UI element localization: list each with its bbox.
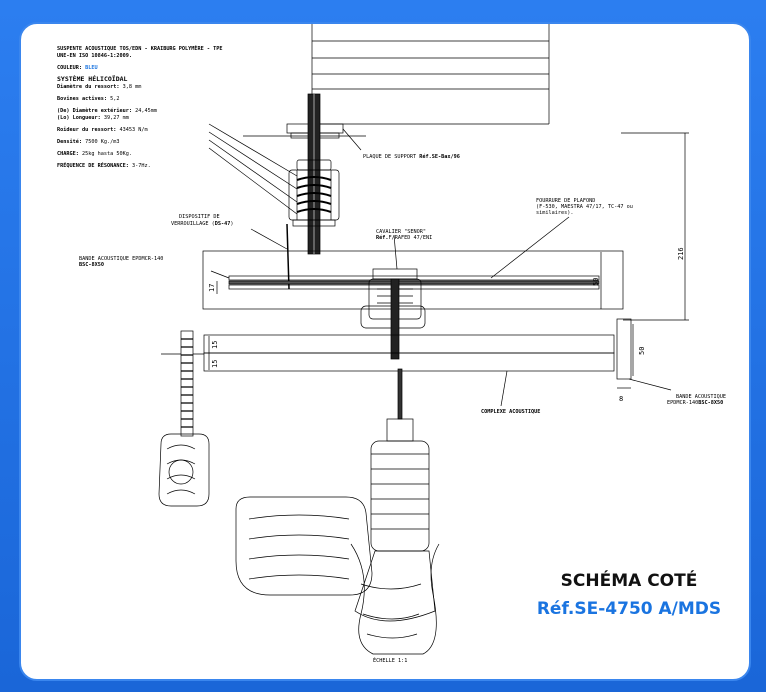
technical-drawing: SUSPENTE ACOUSTIQUE TOS/EDN - KRAIBURG P… (57, 24, 726, 664)
board-layers (161, 132, 689, 407)
label-rider-1: CAVALIER "SENOR" (376, 229, 426, 235)
label-scale: ÉCHELLE 1:1 (373, 656, 407, 664)
drill (235, 368, 440, 655)
label-furring-1: FOURRURE DE PLAFOND (536, 198, 595, 204)
svg-text:FRÉQUENCE DE RÉSONANCE: 3-7Hz.: FRÉQUENCE DE RÉSONANCE: 3-7Hz. (57, 161, 151, 169)
svg-text:Roideur du ressort: 43453 N/m: Roideur du ressort: 43453 N/m (57, 127, 148, 133)
spec-standard: UNE-EN ISO 10846-1:2009. (57, 53, 132, 59)
svg-text:Bovines actives: 5,2: Bovines actives: 5,2 (57, 96, 119, 102)
caption-title: SCHÉMA COTÉ (561, 569, 698, 591)
svg-text:SUSPENTE ACOUSTIQUE TOS/EDN -: SUSPENTE ACOUSTIQUE TOS/EDN - KRAIBURG P… (57, 44, 223, 52)
spec-title: SUSPENTE ACOUSTIQUE TOS/EDN (57, 46, 141, 52)
spec-freq-value: 3-7Hz. (129, 163, 151, 169)
spec-wire-value: 3,8 mm (119, 84, 141, 90)
label-complex: COMPLEXE ACOUSTIQUE (481, 409, 540, 415)
annotations: PLAQUE DE SUPPORT Réf.SE-Bax/96 DISPOSIT… (79, 153, 726, 664)
spec-lo-value: 39,27 mm (101, 115, 129, 121)
label-support-plate: PLAQUE DE SUPPORT (363, 154, 419, 160)
label-locking-1: DISPOSITIF DE (179, 214, 220, 220)
svg-text:PLAQUE DE SUPPORT Réf.SE-Bax/9: PLAQUE DE SUPPORT Réf.SE-Bax/96 (363, 153, 460, 160)
label-furring-3: similaires). (536, 210, 573, 216)
label-furring-2: (F-530, MAESTRA 47/17, TC-47 ou (536, 204, 633, 210)
spec-coils-label: Bovines actives: (57, 96, 107, 102)
spec-stiff-value: 43453 N/m (116, 127, 147, 133)
caption-ref: Réf.SE-4750 A/MDS (537, 599, 721, 619)
spec-density-label: Densité: (57, 138, 82, 145)
spec-lo-label: Longueur: (70, 115, 101, 121)
spec-subtitle: - KRAIBURG POLYMÈRE - TPE (141, 44, 222, 52)
svg-text:(De) Diamètre extérieur: 24,45: (De) Diamètre extérieur: 24,45mm (57, 107, 157, 114)
spec-stiff-label: Roideur du ressort: (57, 127, 116, 133)
label-band-left: BANDE ACOUSTIQUE EPDMCR-140 (79, 256, 163, 262)
spec-block: SUSPENTE ACOUSTIQUE TOS/EDN - KRAIBURG P… (57, 44, 223, 169)
spec-wire-label: Diamètre du ressort: (57, 83, 119, 90)
spec-de-label: Diamètre extérieur: (70, 107, 132, 114)
spec-density-value: 7500 Kg./m3 (82, 139, 119, 145)
svg-text:Réf.F/RAFED 47/ENI: Réf.F/RAFED 47/ENI (376, 234, 432, 241)
spec-de-code: (De) (57, 108, 70, 114)
label-band-right-1: BANDE ACOUSTIQUE (676, 394, 726, 400)
label-band-right-2: EPDMCR-140 (667, 400, 698, 406)
dim-15-top: 15 (211, 341, 219, 349)
caption: SCHÉMA COTÉ Réf.SE-4750 A/MDS (537, 569, 721, 619)
dim-50-channel: 50 (592, 278, 600, 286)
drawing-panel: SUSPENTE ACOUSTIQUE TOS/EDN - KRAIBURG P… (19, 22, 751, 681)
label-rider-rest: F/RAFED 47/ENI (389, 235, 433, 241)
furring-channel (202, 216, 624, 360)
label-band-right-ref: BSC-8X50 (698, 400, 723, 406)
svg-text:(Lo) Longueur: 39,27 mm: (Lo) Longueur: 39,27 mm (57, 115, 129, 121)
spec-lo-code: (Lo) (57, 115, 70, 121)
label-band-left-ref: BSC-8X50 (79, 262, 104, 268)
label-locking-3: ) (230, 221, 233, 227)
dim-8: 8 (619, 395, 623, 403)
svg-text:CHARGE: 25kg hasta 50Kg.: CHARGE: 25kg hasta 50Kg. (57, 151, 132, 157)
ceiling-slab (311, 24, 550, 125)
label-locking-2: VERROUILLAGE ( (171, 221, 215, 227)
spec-freq-label: FRÉQUENCE DE RÉSONANCE: (57, 161, 129, 169)
spring-hanger (208, 93, 366, 290)
svg-text:VERROUILLAGE (DS-47): VERROUILLAGE (DS-47) (171, 221, 233, 227)
tape-measure (158, 330, 210, 507)
spec-de-value: 24,45mm (132, 108, 157, 114)
svg-text:Diamètre du ressort: 3,8 mm: Diamètre du ressort: 3,8 mm (57, 83, 141, 90)
dim-50-band: 50 (638, 347, 646, 355)
dim-17: 17 (208, 284, 216, 292)
dim-216: 216 (677, 247, 685, 260)
spec-charge-label: CHARGE: (57, 151, 79, 157)
label-locking-ref: DS-47 (215, 221, 231, 227)
spec-color-value: BLEU (82, 65, 98, 71)
spec-charge-value: 25kg hasta 50Kg. (79, 151, 132, 157)
dimensions: 216 50 17 15 15 50 8 (208, 247, 685, 403)
label-rider-ref: Réf. (376, 234, 389, 241)
spec-color-label: COULEUR: (57, 65, 82, 71)
svg-text:EPDMCR-140BSC-8X50: EPDMCR-140BSC-8X50 (667, 400, 723, 406)
spec-system: SYSTÈME HÉLICOÏDAL (57, 74, 128, 83)
svg-text:COULEUR: BLEU: COULEUR: BLEU (57, 65, 98, 71)
spec-coils-value: 5,2 (107, 96, 120, 102)
svg-text:Densité: 7500 Kg./m3: Densité: 7500 Kg./m3 (57, 138, 119, 145)
dim-15-bottom: 15 (211, 360, 219, 368)
label-support-ref: Réf.SE-Bax/96 (419, 153, 460, 160)
